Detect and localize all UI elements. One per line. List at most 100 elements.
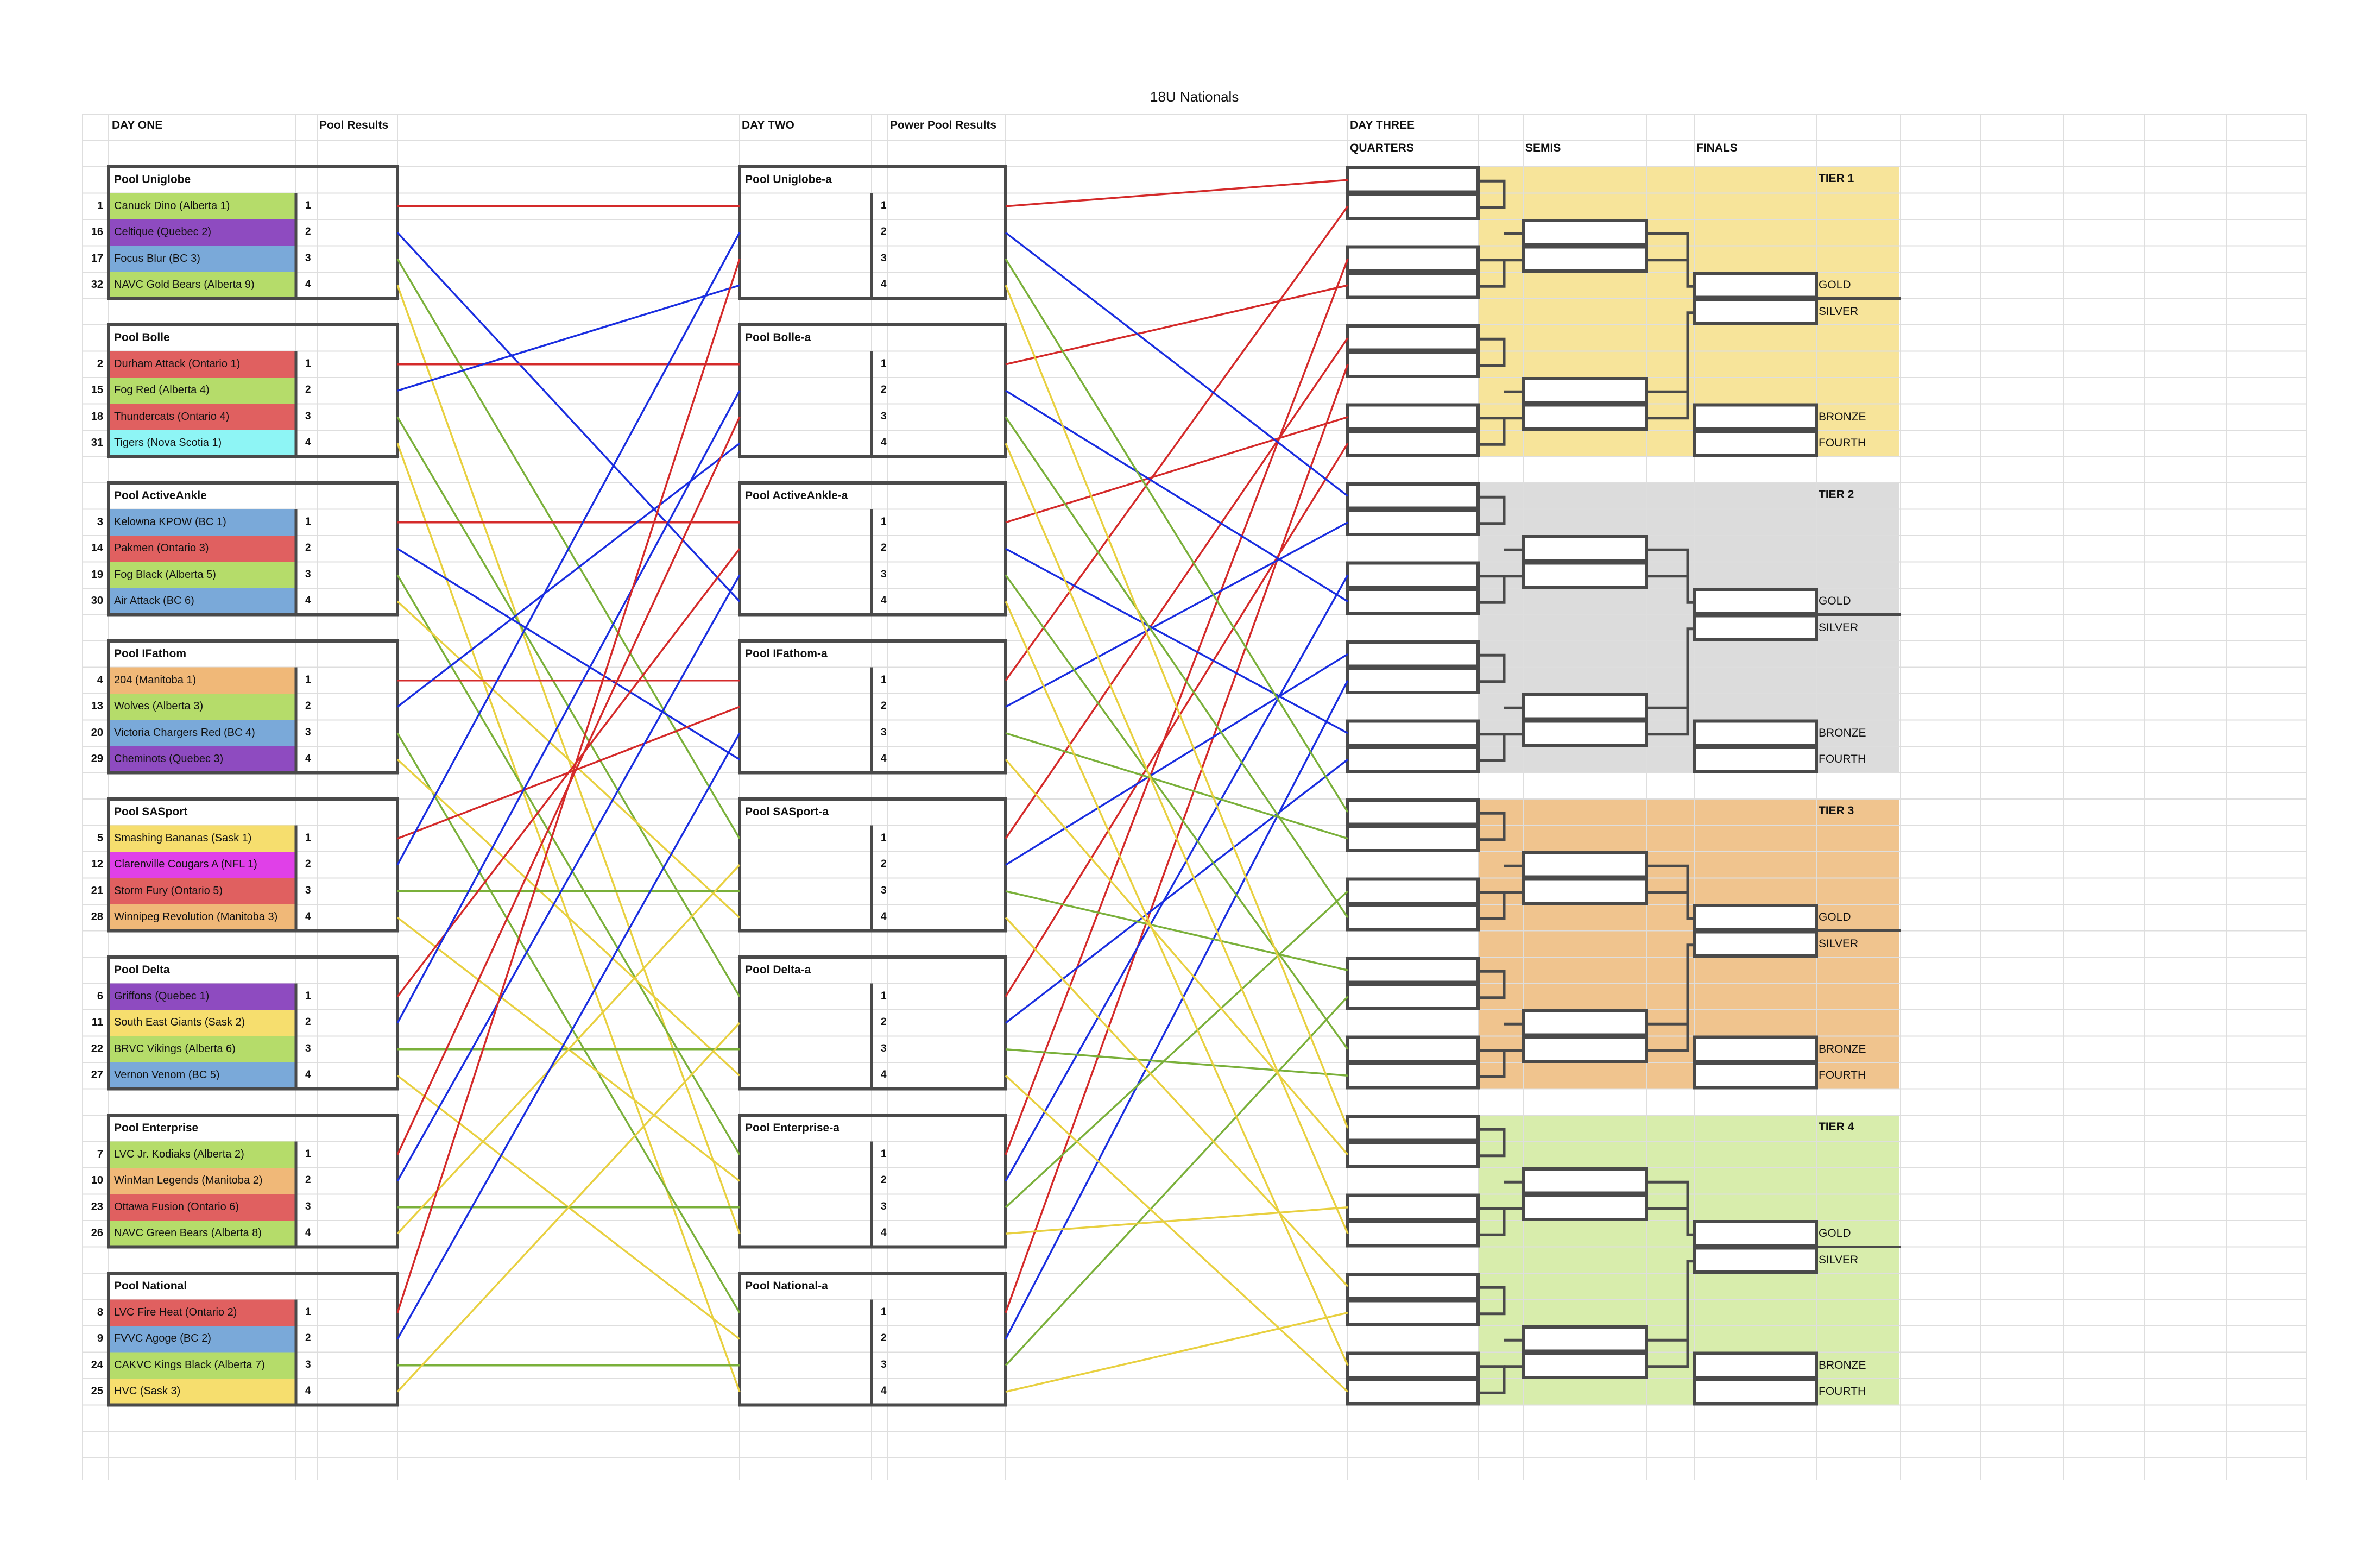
team-color-cell [109,904,296,931]
power-pool-name: Pool SASport-a [745,806,829,818]
team-name: Victoria Chargers Red (BC 4) [114,726,255,739]
team-color-cell [109,1010,296,1036]
team-seed: 18 [91,410,103,423]
pool-box [107,639,399,775]
medal-label-silver: SILVER [1819,621,1859,634]
power-pool-place: 4 [881,279,887,290]
team-seed: 20 [91,726,103,739]
header-day-three: DAY THREE [1350,119,1415,131]
advancement-line [1005,890,1348,971]
pool-result-place: 2 [305,1174,311,1186]
team-name: Thundercats (Ontario 4) [114,410,230,423]
advancement-line [396,732,741,1340]
pool-name: Pool IFathom [114,647,186,660]
pool-result-place: 2 [305,1016,311,1028]
semifinal-slot [1522,1193,1648,1221]
quarterfinal-slot [1346,957,1480,984]
power-pool-name: Pool ActiveAnkle-a [745,489,848,502]
team-color-cell [109,1036,296,1062]
team-name: Storm Fury (Ontario 5) [114,884,223,897]
team-seed: 10 [91,1174,103,1186]
pool-result-place: 4 [305,1385,311,1397]
bracket-connector [1646,1338,1689,1368]
team-seed: 16 [91,226,103,238]
tier-label: TIER 1 [1819,172,1854,185]
medal-label-silver: SILVER [1819,1253,1859,1266]
pool-result-place: 1 [305,515,311,527]
pool-box [107,1114,399,1249]
semifinal-slot [1522,219,1648,247]
advancement-line [1005,443,1349,1234]
advancement-line [1005,443,1349,997]
quarterfinal-slot [1346,350,1480,378]
power-pool-place: 3 [881,410,887,422]
team-color-cell [109,404,296,430]
advancement-line [1005,179,1348,207]
advancement-line [396,442,741,708]
header-quarters: QUARTERS [1350,142,1414,154]
advancement-line [397,548,740,760]
team-name: Griffons (Quebec 1) [114,990,210,1002]
quarterfinal-slot [1346,482,1480,510]
power-pool-place: 1 [881,1306,887,1318]
team-color-cell [109,1299,296,1326]
pool-result-place: 1 [305,832,311,844]
bronze-slot [1693,1035,1818,1063]
pool-box [107,797,399,933]
power-pool-place: 1 [881,1148,887,1160]
bracket-connector [1478,179,1506,209]
advancement-line [396,574,741,1182]
advancement-line [1005,1074,1349,1393]
power-pool-name: Pool Enterprise-a [745,1122,839,1134]
bracket-connector [1646,1180,1689,1210]
bracket-connector [1478,812,1506,841]
medal-label-gold: GOLD [1819,595,1851,607]
bracket-connector [1686,563,1694,604]
quarterfinal-slot [1346,403,1480,431]
bracket-connector [1686,943,1694,1037]
team-seed: 23 [91,1200,103,1213]
pool-result-place: 2 [305,700,311,712]
pool-result-place: 4 [305,1069,311,1080]
pool-result-place: 2 [305,542,311,553]
power-pool-place: 1 [881,674,887,685]
power-pool-name: Pool Bolle-a [745,331,811,344]
medal-label-silver: SILVER [1819,305,1859,318]
team-color-cell [109,378,296,404]
quarterfinal-slot [1346,1115,1480,1142]
power-pool-place: 4 [881,1069,887,1080]
advancement-line [1005,284,1348,366]
team-color-cell [109,272,296,299]
pool-result-place: 3 [305,568,311,580]
tier-label: TIER 2 [1819,488,1854,501]
pool-result-place: 4 [305,753,311,764]
team-name: LVC Jr. Kodiaks (Alberta 2) [114,1148,244,1160]
bracket-connector [1478,1128,1506,1158]
bronze-slot [1693,430,1818,457]
bracket-connector [1646,1022,1689,1052]
semifinal-slot [1522,377,1648,405]
quarterfinal-slot [1346,746,1480,773]
power-pool-place: 3 [881,1358,887,1370]
bronze-slot [1693,1062,1818,1090]
advancement-line [1005,574,1349,1182]
advancement-line [1005,285,1349,1129]
quarterfinal-slot [1346,719,1480,747]
pool-name: Pool Delta [114,964,170,976]
team-name: Focus Blur (BC 3) [114,252,200,265]
semifinal-slot [1522,719,1648,747]
pool-result-place: 1 [305,990,311,1002]
power-pool-name: Pool Delta-a [745,964,811,976]
quarterfinal-slot [1346,1378,1480,1406]
team-name: South East Giants (Sask 2) [114,1016,245,1028]
semifinal-slot [1522,877,1648,905]
team-name: WinMan Legends (Manitoba 2) [114,1174,263,1186]
bracket-connector [1686,247,1694,288]
bracket-connector [1686,879,1694,920]
team-seed: 31 [91,437,103,449]
header-day-two: DAY TWO [742,119,794,131]
power-pool-place: 3 [881,568,887,580]
quarterfinal-slot [1346,1062,1480,1090]
bronze-slot [1693,746,1818,773]
team-color-cell [109,667,296,694]
